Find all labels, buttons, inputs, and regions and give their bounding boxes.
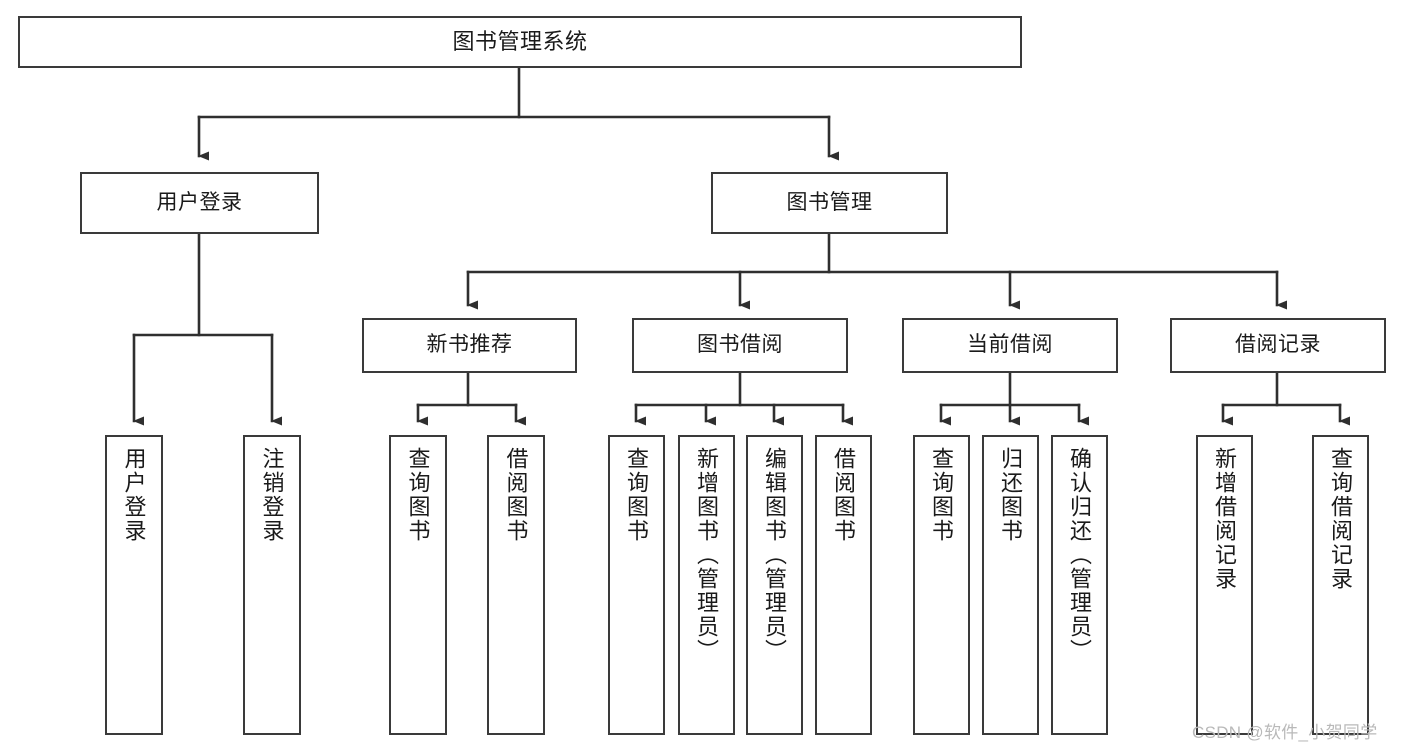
node-label: 新增图书（管理员） [694,447,720,663]
node-book-management[interactable]: 图书管理 [711,172,948,234]
leaf-confirm-return-admin[interactable]: 确认归还（管理员） [1051,435,1108,735]
leaf-return-book[interactable]: 归还图书 [982,435,1039,735]
leaf-borrow-book-recommend[interactable]: 借阅图书 [487,435,545,735]
node-label: 确认归还（管理员） [1067,447,1093,663]
node-borrow-record[interactable]: 借阅记录 [1170,318,1386,373]
node-current-borrow[interactable]: 当前借阅 [902,318,1118,373]
node-label: 查询图书 [929,447,955,543]
node-label: 图书借阅 [697,333,783,357]
node-label: 图书管理 [786,190,873,214]
node-label: 新增借阅记录 [1212,447,1238,591]
node-label: 查询图书 [405,447,431,543]
node-label: 当前借阅 [967,333,1053,357]
leaf-query-book-borrow[interactable]: 查询图书 [608,435,665,735]
leaf-query-borrow-record[interactable]: 查询借阅记录 [1312,435,1369,735]
node-label: 用户登录 [121,447,147,543]
node-label: 查询图书 [624,447,650,543]
csdn-watermark: CSDN @软件_小贺同学 [1192,723,1378,742]
leaf-add-book-admin[interactable]: 新增图书（管理员） [678,435,735,735]
leaf-borrow-book[interactable]: 借阅图书 [815,435,872,735]
node-label: 借阅记录 [1235,333,1321,357]
node-label: 归还图书 [998,447,1024,543]
node-new-book-recommend[interactable]: 新书推荐 [362,318,577,373]
node-root-system[interactable]: 图书管理系统 [18,16,1022,68]
node-label: 编辑图书（管理员） [762,447,788,663]
leaf-query-book-current[interactable]: 查询图书 [913,435,970,735]
node-label: 借阅图书 [831,447,857,543]
leaf-user-login[interactable]: 用户登录 [105,435,163,735]
node-book-borrow[interactable]: 图书借阅 [632,318,848,373]
node-label: 注销登录 [259,447,285,543]
leaf-query-book-recommend[interactable]: 查询图书 [389,435,447,735]
node-label: 借阅图书 [503,447,529,543]
leaf-edit-book-admin[interactable]: 编辑图书（管理员） [746,435,803,735]
node-label: 查询借阅记录 [1328,447,1354,591]
leaf-logout-login[interactable]: 注销登录 [243,435,301,735]
node-label: 用户登录 [156,190,243,214]
node-user-login[interactable]: 用户登录 [80,172,319,234]
node-label: 图书管理系统 [452,29,588,55]
leaf-add-borrow-record[interactable]: 新增借阅记录 [1196,435,1253,735]
node-label: 新书推荐 [426,333,513,357]
